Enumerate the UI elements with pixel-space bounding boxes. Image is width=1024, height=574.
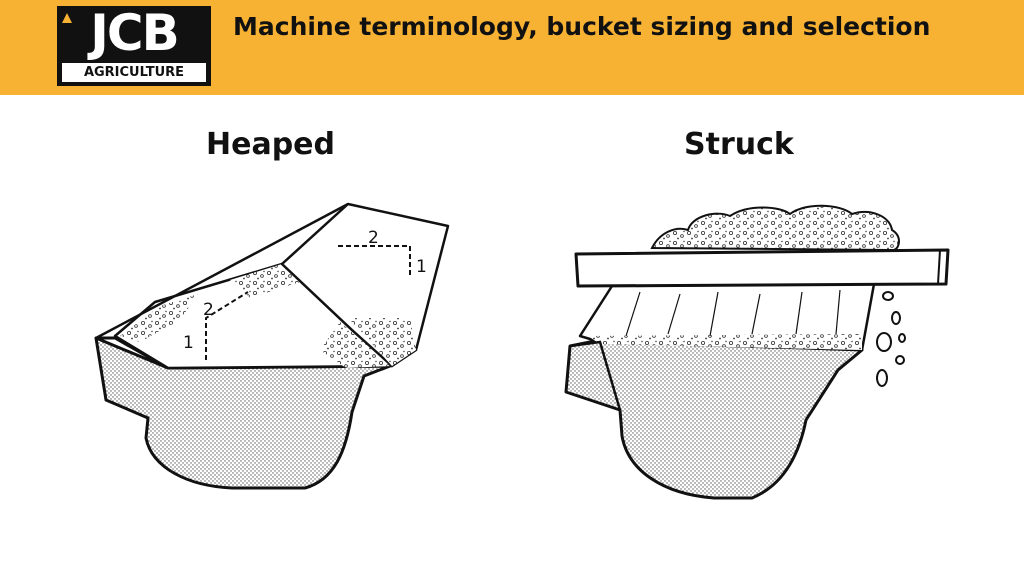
struck-bucket: [564, 204, 950, 500]
jcb-mark-icon: [62, 13, 72, 23]
page-title: Machine terminology, bucket sizing and s…: [233, 12, 931, 41]
header-bar: JCB AGRICULTURE Machine terminology, buc…: [0, 0, 1024, 95]
heaped-callout-1-left: 1: [183, 333, 194, 353]
heaped-callout-1-right: 1: [416, 257, 427, 277]
heaped-bucket-body: [94, 336, 392, 490]
logo-division: AGRICULTURE: [62, 63, 206, 82]
heaped-bucket: 1 2 1 2: [94, 202, 450, 490]
heaped-callout-2-right: 2: [368, 228, 379, 248]
struck-label: Struck: [684, 127, 794, 162]
heaped-callout-2-left: 2: [203, 300, 214, 320]
logo-brand: JCB: [90, 4, 179, 62]
heaped-label: Heaped: [206, 127, 335, 162]
strike-board: [574, 248, 950, 288]
struck-bucket-body: [564, 338, 864, 500]
struck-excess-material: [650, 204, 900, 252]
jcb-agriculture-logo: JCB AGRICULTURE: [57, 6, 211, 86]
heaped-dim-lines-left: [205, 291, 249, 360]
heaped-dim-lines-right: [338, 245, 411, 278]
falling-particles: [876, 291, 906, 387]
